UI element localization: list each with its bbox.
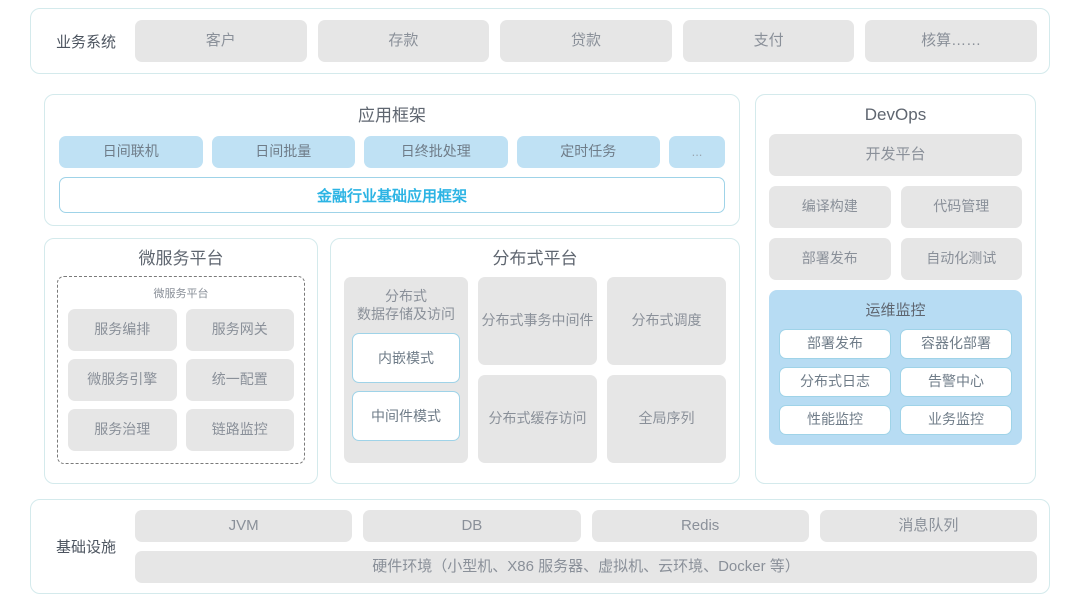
distributed-storage-group: 分布式 数据存储及访问 内嵌模式 中间件模式: [344, 277, 468, 463]
app-framework-panel: 应用框架 日间联机 日间批量 日终批处理 定时任务 ... 金融行业基础应用框架: [44, 94, 740, 226]
ops-item-alert-center[interactable]: 告警中心: [900, 367, 1012, 397]
microservice-inner-dashed-box: 微服务平台 服务编排 服务网关 微服务引擎 统一配置 服务治理 链路监控: [57, 276, 305, 464]
distributed-storage-mode-embedded[interactable]: 内嵌模式: [352, 333, 460, 384]
devops-title: DevOps: [864, 105, 927, 124]
infrastructure-label: 基础设施: [55, 539, 116, 556]
ops-item-business-monitor[interactable]: 业务监控: [900, 405, 1012, 435]
app-framework-tag-scheduled-task[interactable]: 定时任务: [516, 136, 660, 168]
distributed-item-cache-access[interactable]: 分布式 缓存访问: [478, 375, 597, 463]
devops-panel: DevOps 开发平台 编译构建 代码管理 部署发布 自动化测试 运维监控 部署…: [755, 94, 1036, 484]
infrastructure-row: 基础设施 JVM DB Redis 消息队列 硬件环境（小型机、X86 服务器、…: [30, 499, 1050, 594]
business-item-accounting[interactable]: 核算……: [865, 20, 1037, 62]
ops-item-containerized-deploy[interactable]: 容器化部署: [900, 329, 1012, 359]
distributed-storage-title: 分布式 数据存储及访问: [352, 287, 460, 323]
distributed-item-global-sequence[interactable]: 全局序列: [607, 375, 726, 463]
business-item-payment[interactable]: 支付: [682, 20, 855, 62]
app-framework-banner: 金融行业基础应用框架: [59, 177, 725, 213]
distributed-storage-title-line2: 数据存储及访问: [357, 306, 455, 323]
app-framework-tag-more[interactable]: ...: [669, 136, 725, 168]
app-framework-tags: 日间联机 日间批量 日终批处理 定时任务 ...: [59, 136, 725, 168]
devops-item-code-management[interactable]: 代码管理: [900, 186, 1022, 228]
microservice-item-orchestration[interactable]: 服务编排: [68, 309, 177, 351]
devops-items-grid: 编译构建 代码管理 部署发布 自动化测试: [769, 186, 1022, 280]
ops-item-deploy-release[interactable]: 部署发布: [779, 329, 891, 359]
infrastructure-item-message-queue[interactable]: 消息队列: [819, 510, 1037, 542]
business-item-customer[interactable]: 客户: [135, 20, 307, 62]
business-systems-items: 客户 存款 贷款 支付 核算……: [129, 20, 1037, 62]
microservice-item-gateway[interactable]: 服务网关: [185, 309, 294, 351]
devops-item-deploy-release[interactable]: 部署发布: [769, 238, 891, 280]
business-systems-label: 业务系统: [55, 33, 116, 51]
ops-item-performance-monitor[interactable]: 性能监控: [779, 405, 891, 435]
devops-item-automated-testing[interactable]: 自动化测试: [900, 238, 1022, 280]
infrastructure-hardware-environment[interactable]: 硬件环境（小型机、X86 服务器、虚拟机、云环境、Docker 等）: [135, 551, 1037, 583]
ops-monitor-title: 运维监控: [865, 302, 926, 319]
microservice-platform-panel: 微服务平台 微服务平台 服务编排 服务网关 微服务引擎 统一配置 服务治理 链路…: [44, 238, 318, 484]
business-item-deposit[interactable]: 存款: [317, 20, 490, 62]
business-systems-row: 业务系统 客户 存款 贷款 支付 核算……: [30, 8, 1050, 74]
app-framework-title: 应用框架: [358, 106, 426, 125]
app-framework-tag-daytime-online[interactable]: 日间联机: [59, 136, 203, 168]
distributed-storage-mode-middleware[interactable]: 中间件模式: [352, 391, 460, 442]
distributed-item-cache-access-line1: 分布式: [488, 410, 531, 427]
distributed-platform-title: 分布式平台: [492, 249, 578, 268]
microservice-platform-title: 微服务平台: [138, 249, 224, 268]
devops-item-compile-build[interactable]: 编译构建: [769, 186, 891, 228]
infrastructure-item-jvm[interactable]: JVM: [135, 510, 353, 542]
app-framework-tag-daytime-batch[interactable]: 日间批量: [211, 136, 355, 168]
microservice-item-governance[interactable]: 服务治理: [68, 409, 177, 451]
microservice-item-unified-config[interactable]: 统一配置: [185, 359, 294, 401]
distributed-item-cache-access-line2: 缓存访问: [530, 410, 587, 427]
distributed-platform-body: 分布式 数据存储及访问 内嵌模式 中间件模式 分布式 事务中间件 分布式调度 分…: [344, 277, 726, 463]
microservice-inner-title: 微服务平台: [153, 288, 209, 300]
infrastructure-item-redis[interactable]: Redis: [591, 510, 809, 542]
infrastructure-items: JVM DB Redis 消息队列: [135, 510, 1037, 542]
distributed-platform-panel: 分布式平台 分布式 数据存储及访问 内嵌模式 中间件模式 分布式 事务中间件 分…: [330, 238, 740, 484]
distributed-storage-title-line1: 分布式: [385, 288, 427, 304]
microservice-item-engine[interactable]: 微服务引擎: [68, 359, 177, 401]
ops-monitor-group: 运维监控 部署发布 容器化部署 分布式日志 告警中心 性能监控 业务监控: [769, 290, 1022, 445]
business-item-loan[interactable]: 贷款: [500, 20, 672, 62]
devops-item-dev-platform[interactable]: 开发平台: [769, 134, 1022, 176]
ops-item-distributed-logging[interactable]: 分布式日志: [779, 367, 891, 397]
distributed-item-transaction-middleware[interactable]: 分布式 事务中间件: [478, 277, 597, 365]
distributed-item-scheduling[interactable]: 分布式调度: [607, 277, 726, 365]
distributed-items-grid: 分布式 事务中间件 分布式调度 分布式 缓存访问 全局序列: [478, 277, 726, 463]
infrastructure-item-db[interactable]: DB: [363, 510, 581, 542]
app-framework-tag-eod-batch[interactable]: 日终批处理: [364, 136, 508, 168]
ops-monitor-items-grid: 部署发布 容器化部署 分布式日志 告警中心 性能监控 业务监控: [779, 329, 1012, 435]
distributed-item-transaction-middleware-line2: 事务中间件: [523, 312, 594, 329]
microservice-item-trace-monitor[interactable]: 链路监控: [185, 409, 294, 451]
infrastructure-content: JVM DB Redis 消息队列 硬件环境（小型机、X86 服务器、虚拟机、云…: [129, 510, 1037, 583]
distributed-item-transaction-middleware-line1: 分布式: [481, 312, 524, 329]
microservice-items-grid: 服务编排 服务网关 微服务引擎 统一配置 服务治理 链路监控: [68, 309, 294, 451]
